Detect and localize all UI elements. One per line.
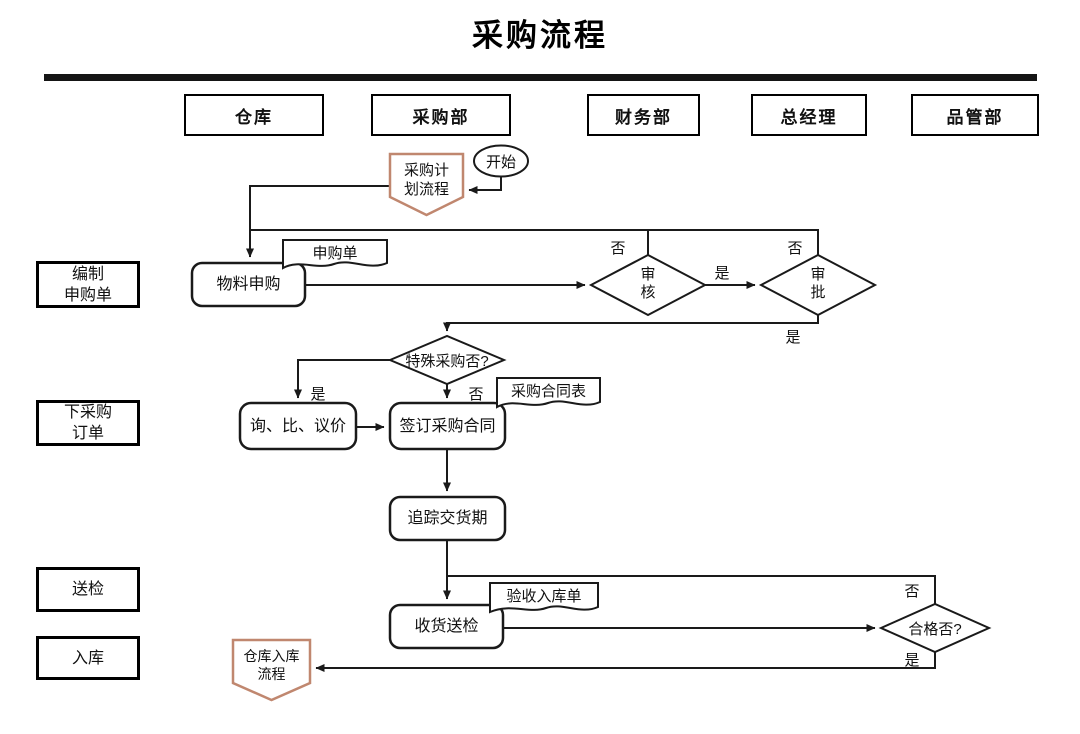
process-material-request — [190, 261, 307, 308]
decision-qualified — [878, 602, 992, 654]
edge-label-qualified-yes: 是 — [904, 652, 920, 669]
edge-label-special-yes: 是 — [310, 386, 326, 403]
page-title: 采购流程 — [472, 18, 608, 53]
edge-label-qualified-no: 否 — [904, 583, 920, 600]
request-form-label: 申购单 — [312, 245, 358, 262]
document-request-form — [282, 239, 388, 270]
material-request-label: 物料申购 — [216, 276, 281, 293]
title-divider — [44, 74, 1037, 81]
document-contract-form — [496, 377, 601, 409]
phase-label-prepare-requisition: 编制 申购单 — [36, 261, 140, 308]
start-label: 开始 — [485, 154, 516, 171]
decision-review — [588, 253, 708, 317]
process-sign-contract — [388, 401, 507, 451]
receive-inspect-label: 收货送检 — [414, 618, 479, 635]
phase-label-send-inspection: 送检 — [36, 567, 140, 612]
edge-label-review-no: 否 — [610, 240, 626, 257]
phase-label-place-order: 下采购 订单 — [36, 400, 140, 446]
phase-label-warehousing: 入库 — [36, 636, 140, 680]
warehouse-in-label: 仓库入库 流程 — [243, 648, 300, 682]
process-negotiate — [238, 401, 358, 451]
edge-label-review-yes: 是 — [714, 265, 730, 282]
process-track-delivery — [388, 495, 507, 542]
qualified-label: 合格否? — [908, 621, 962, 638]
edge-qualified-no-return — [447, 575, 936, 604]
special-purchase-label: 特殊采购否? — [405, 353, 489, 370]
start-terminator — [473, 144, 529, 178]
offpage-warehouse-in — [231, 638, 312, 702]
decision-approve — [758, 253, 878, 317]
purchase-plan-label: 采购计 划流程 — [403, 162, 449, 198]
lane-header-purchasing: 采购部 — [371, 94, 511, 136]
approve-label: 审 批 — [810, 266, 826, 301]
review-label: 审 核 — [640, 266, 656, 301]
lane-header-finance: 财务部 — [587, 94, 700, 136]
offpage-purchase-plan — [388, 152, 465, 217]
edge-start-to-plan — [468, 177, 502, 194]
contract-form-label: 采购合同表 — [510, 383, 586, 400]
decision-special-purchase — [387, 334, 507, 386]
sign-contract-label: 签订采购合同 — [399, 418, 496, 435]
edge-approve-yes-to-special — [443, 315, 819, 332]
negotiate-label: 询、比、议价 — [249, 418, 346, 435]
edge-label-approve-yes: 是 — [785, 329, 801, 346]
track-delivery-label: 追踪交货期 — [407, 510, 488, 527]
edge-label-approve-no: 否 — [787, 240, 803, 257]
receipt-form-label: 验收入库单 — [506, 588, 582, 605]
lane-header-warehouse: 仓库 — [184, 94, 324, 136]
process-receive-inspect — [388, 603, 505, 650]
edge-label-special-no: 否 — [468, 386, 484, 403]
lane-header-quality: 品管部 — [911, 94, 1039, 136]
edge-plan-to-material — [246, 185, 390, 258]
edge-qualified-yes-to-warehouse — [315, 652, 936, 672]
document-receipt-form — [489, 582, 599, 614]
edge-approve-no-return — [250, 229, 819, 255]
lane-header-general-manager: 总经理 — [751, 94, 867, 136]
edge-special-yes-to-negotiate — [294, 359, 390, 399]
